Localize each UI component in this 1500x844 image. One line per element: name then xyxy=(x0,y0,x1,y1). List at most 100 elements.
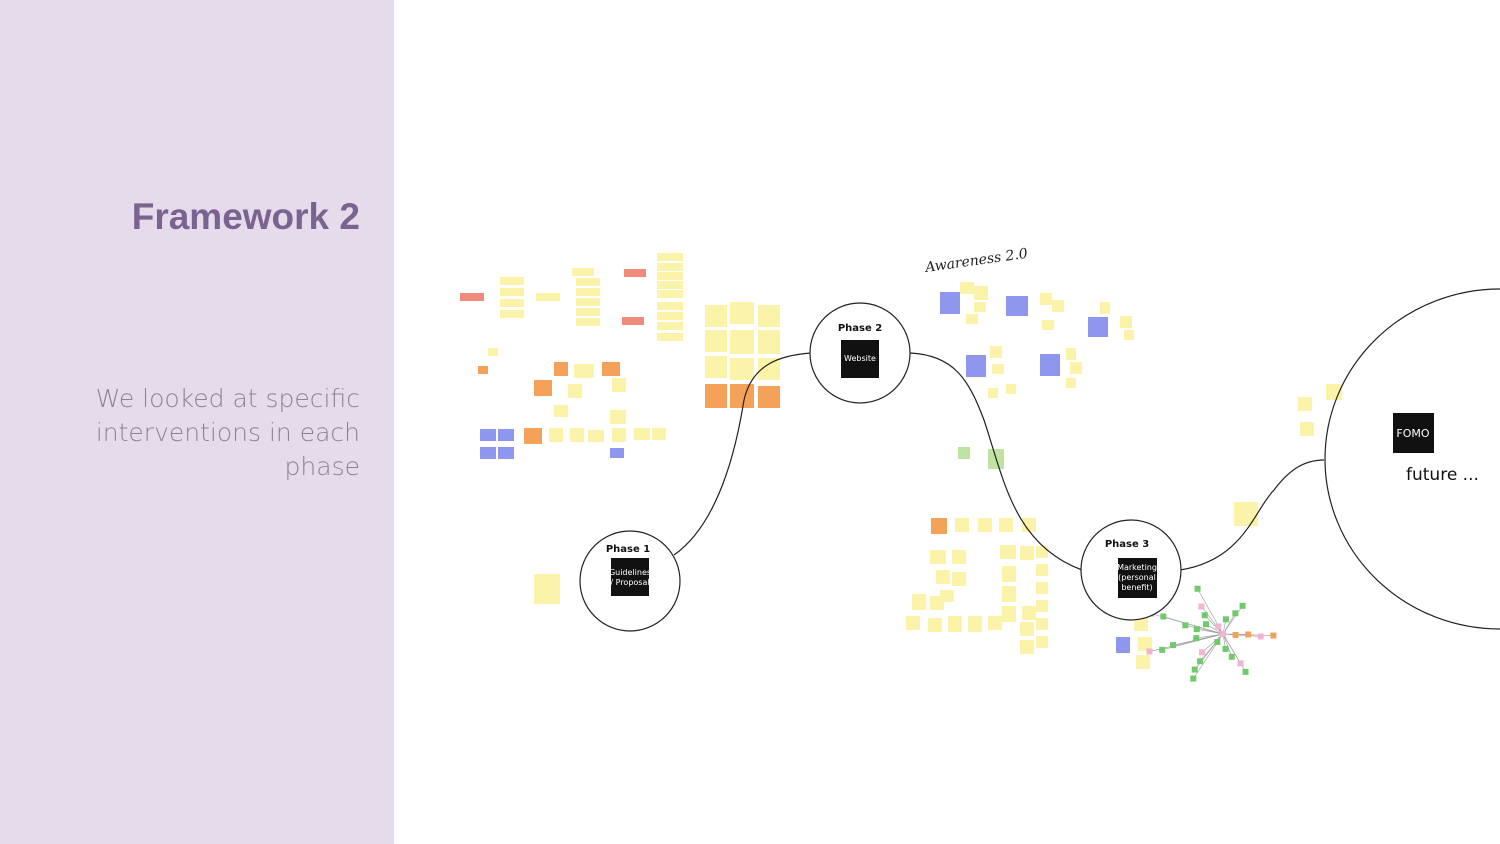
sticky-note xyxy=(1022,518,1036,532)
phase-1-card-line-2: / Proposal xyxy=(610,578,649,587)
sticky-note xyxy=(602,362,620,376)
sticky-notes-layer xyxy=(460,253,1342,682)
sticky-note xyxy=(576,298,600,306)
sticky-note xyxy=(622,317,644,325)
phase-3-card-line-3: benefit) xyxy=(1121,583,1152,592)
sticky-note xyxy=(1136,655,1150,669)
sticky-note xyxy=(730,302,754,324)
sticky-note xyxy=(930,596,944,610)
sticky-note xyxy=(1000,545,1016,559)
sticky-note xyxy=(657,263,683,271)
connector-phase3-to-goal xyxy=(1179,459,1325,571)
connector-layer xyxy=(673,288,1500,630)
sticky-note xyxy=(1120,316,1132,328)
network-link xyxy=(1201,633,1224,653)
sticky-note xyxy=(930,550,946,564)
sticky-note xyxy=(576,308,600,316)
sticky-note xyxy=(534,574,560,604)
sticky-note xyxy=(524,428,542,444)
sticky-note xyxy=(705,356,727,378)
network-node xyxy=(1197,658,1204,665)
sticky-note xyxy=(576,318,600,326)
sidebar-panel: Framework 2 We looked at specific interv… xyxy=(0,0,394,844)
sticky-note xyxy=(1298,397,1312,411)
network-node xyxy=(1203,621,1210,628)
network-node xyxy=(1237,660,1244,667)
sticky-note xyxy=(657,312,683,320)
sticky-note xyxy=(549,428,563,442)
sticky-note xyxy=(1116,637,1130,653)
sticky-note xyxy=(480,429,496,441)
sticky-note xyxy=(948,616,962,632)
sticky-note xyxy=(1088,317,1108,337)
sticky-note xyxy=(992,364,1004,374)
sticky-note xyxy=(610,410,626,424)
sticky-note xyxy=(657,253,683,261)
goal-circle xyxy=(1324,288,1500,630)
sticky-note xyxy=(657,272,683,280)
sticky-note xyxy=(990,346,1002,358)
sticky-note xyxy=(988,616,1002,630)
sticky-note xyxy=(576,288,600,296)
network-node xyxy=(1191,666,1198,673)
network-node xyxy=(1199,649,1206,656)
sticky-note xyxy=(758,305,780,327)
sticky-note xyxy=(1300,422,1314,436)
network-node xyxy=(1245,631,1252,638)
sticky-note xyxy=(966,355,986,377)
sticky-note xyxy=(1234,502,1258,526)
phase-1-title: Phase 1 xyxy=(606,544,650,555)
sticky-note xyxy=(958,447,970,459)
sticky-note xyxy=(634,428,650,440)
sticky-note xyxy=(960,282,974,294)
network-node xyxy=(1194,585,1201,592)
sticky-note xyxy=(1100,302,1110,314)
network-link xyxy=(1204,615,1224,635)
sticky-note xyxy=(588,430,604,442)
sticky-note xyxy=(480,447,496,459)
sticky-note xyxy=(1040,354,1060,376)
network-node xyxy=(1215,623,1222,630)
sticky-note xyxy=(705,305,727,327)
network-node xyxy=(1214,639,1221,646)
sticky-note xyxy=(534,380,552,396)
goal-card-label: FOMO xyxy=(1396,427,1429,440)
sticky-note xyxy=(1006,384,1016,394)
sticky-note xyxy=(906,616,920,630)
phase-1-node: Phase 1 Guidelines / Proposal xyxy=(579,530,681,632)
phase-2-card-line-1: Website xyxy=(844,354,876,363)
network-node xyxy=(1182,622,1189,629)
sticky-note xyxy=(500,288,524,296)
connector-phase1-to-phase2 xyxy=(673,352,813,556)
sticky-note xyxy=(574,364,594,378)
sticky-note xyxy=(912,594,926,610)
sticky-note xyxy=(928,618,942,632)
sticky-note xyxy=(730,358,754,380)
sticky-note xyxy=(554,405,568,417)
sticky-note xyxy=(1020,622,1034,636)
connector-phase2-to-phase3 xyxy=(909,352,1083,571)
sticky-note xyxy=(978,518,992,532)
goal-node: FOMO future ... xyxy=(1393,413,1479,485)
network-node xyxy=(1222,645,1229,652)
network-link xyxy=(1222,633,1233,657)
sticky-note xyxy=(705,330,727,352)
sticky-note xyxy=(988,388,998,398)
sticky-note xyxy=(657,302,683,310)
sticky-note xyxy=(478,366,488,374)
network-node xyxy=(1170,642,1177,649)
sticky-note xyxy=(1052,300,1064,312)
sticky-note xyxy=(1036,600,1048,612)
network-node xyxy=(1201,612,1208,619)
sticky-note xyxy=(940,292,960,314)
sticky-note xyxy=(758,386,780,408)
network-node xyxy=(1232,631,1239,638)
sticky-note xyxy=(1036,564,1048,576)
sticky-note xyxy=(1022,606,1036,620)
sticky-note xyxy=(460,293,484,301)
sticky-note xyxy=(657,322,683,330)
sticky-note xyxy=(952,550,966,564)
sticky-note xyxy=(1036,618,1048,630)
sticky-note xyxy=(657,290,683,298)
sticky-note xyxy=(624,269,646,277)
